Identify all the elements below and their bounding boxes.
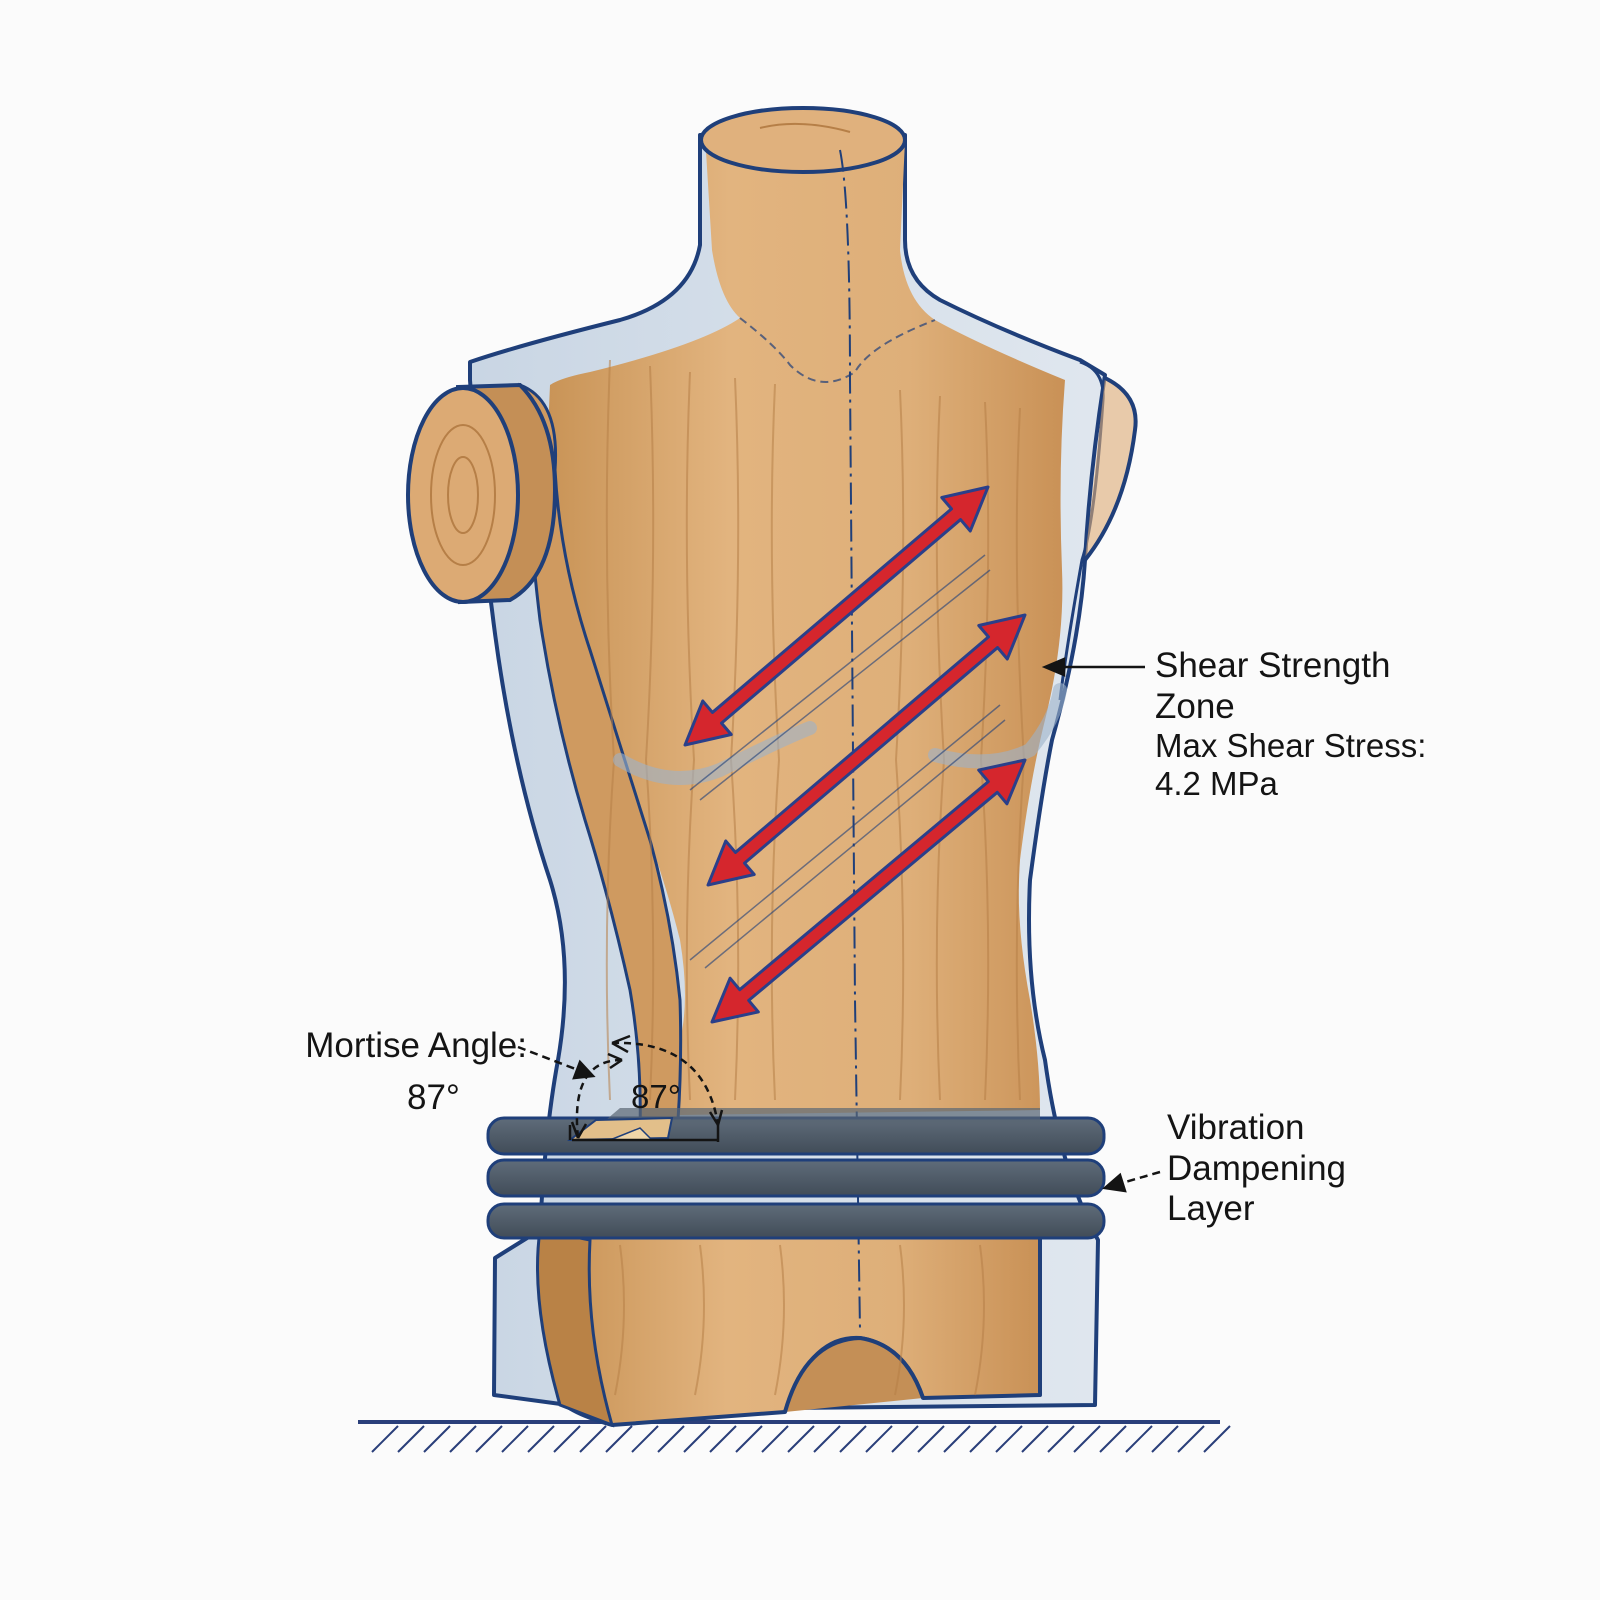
shoulder-cap [406,382,558,605]
centerline [839,149,861,1331]
max-shear-stress-value: 4.2 MPa [1155,765,1278,803]
ground-hatch-icon [358,1420,1231,1453]
base-arch [783,1335,925,1413]
mortise-angle-inner-value: 87° [631,1078,681,1115]
shear-zone-title-line2: Zone [1155,686,1235,726]
dampening-pad [486,1202,1106,1240]
right-shoulder [1083,376,1138,562]
left-base-edge [536,1228,615,1428]
vibration-label-line3: Layer [1167,1189,1255,1229]
neck-top [699,106,907,174]
leader-arrow-icon [517,657,1161,1193]
neckline [739,317,936,383]
double-headed-arrow-icon [710,758,1027,1024]
shear-zone-title-line1: Shear Strength [1155,646,1391,685]
left-wood-edge [518,382,683,1132]
wooden-torso-core [548,135,1065,1115]
vibration-label-line1: Vibration [1167,1108,1305,1147]
angle-arc-icon [570,1034,724,1139]
dampening-pad [486,1158,1106,1198]
double-headed-arrow-icon [706,613,1027,887]
double-headed-arrow-icon [683,485,990,747]
chest-contour-right [928,683,1067,769]
max-shear-stress-label: Max Shear Stress: [1155,727,1427,765]
mortise-angle-value: 87° [407,1078,460,1117]
stress-arrows [683,485,1027,1024]
vibration-dampening-annotation: Vibration Dampening Layer [1167,1108,1427,1230]
mortise-joint [566,1116,720,1142]
shear-strength-annotation: Shear Strength Zone Max Shear Stress: 4.… [1155,646,1455,804]
vibration-label-line2: Dampening [1167,1148,1346,1188]
chest-contour-left [613,721,817,785]
vibration-dampening-layer [486,1108,1106,1240]
shear-lines [689,554,1006,969]
mortise-angle-label: Mortise Angle: [305,1026,527,1065]
